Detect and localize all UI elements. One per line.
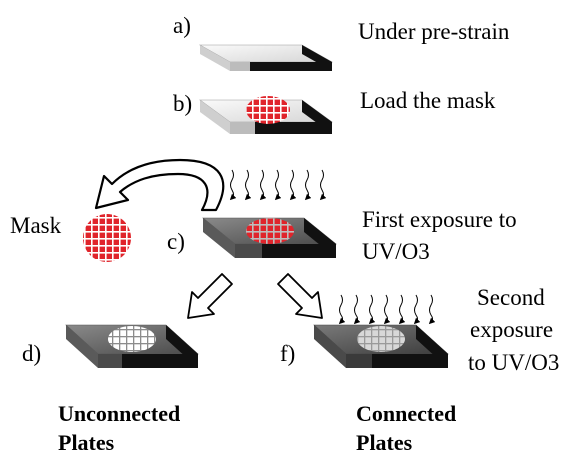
- mask-label: Mask: [10, 213, 62, 238]
- arrow-to-d: [187, 273, 233, 319]
- loose-mask: [83, 214, 131, 262]
- plate-b: [199, 96, 333, 134]
- step-f-letter: f): [280, 341, 296, 366]
- step-f-caption-line1: Second: [477, 285, 545, 310]
- plate-a: [198, 44, 334, 71]
- step-b-letter: b): [173, 91, 193, 116]
- connected-label-line1: Connected: [356, 401, 457, 426]
- step-f-caption-line3: to UV/O3: [468, 350, 560, 375]
- unconnected-label-line1: Unconnected: [58, 401, 181, 426]
- step-f-caption-line2: exposure: [470, 317, 554, 342]
- step-b-caption: Load the mask: [360, 88, 496, 113]
- unconnected-label-line2: Plates: [58, 430, 115, 455]
- step-d-letter: d): [22, 341, 42, 366]
- uv-arrows-c: [229, 169, 327, 201]
- step-c-letter: c): [167, 229, 185, 254]
- plate-d: [65, 324, 199, 368]
- step-a-letter: a): [173, 13, 191, 38]
- step-a-caption: Under pre-strain: [358, 19, 510, 44]
- uv-arrows-f: [338, 294, 436, 325]
- connected-label-line2: Plates: [356, 430, 413, 455]
- mask-grid-on-plate: [246, 96, 290, 124]
- step-c-caption-line1: First exposure to: [362, 207, 517, 232]
- curved-arrow: [94, 158, 225, 212]
- plate-f: [313, 324, 449, 368]
- step-c-caption-line2: UV/O3: [362, 239, 430, 264]
- plate-c: [202, 217, 337, 258]
- arrow-to-f: [277, 273, 323, 319]
